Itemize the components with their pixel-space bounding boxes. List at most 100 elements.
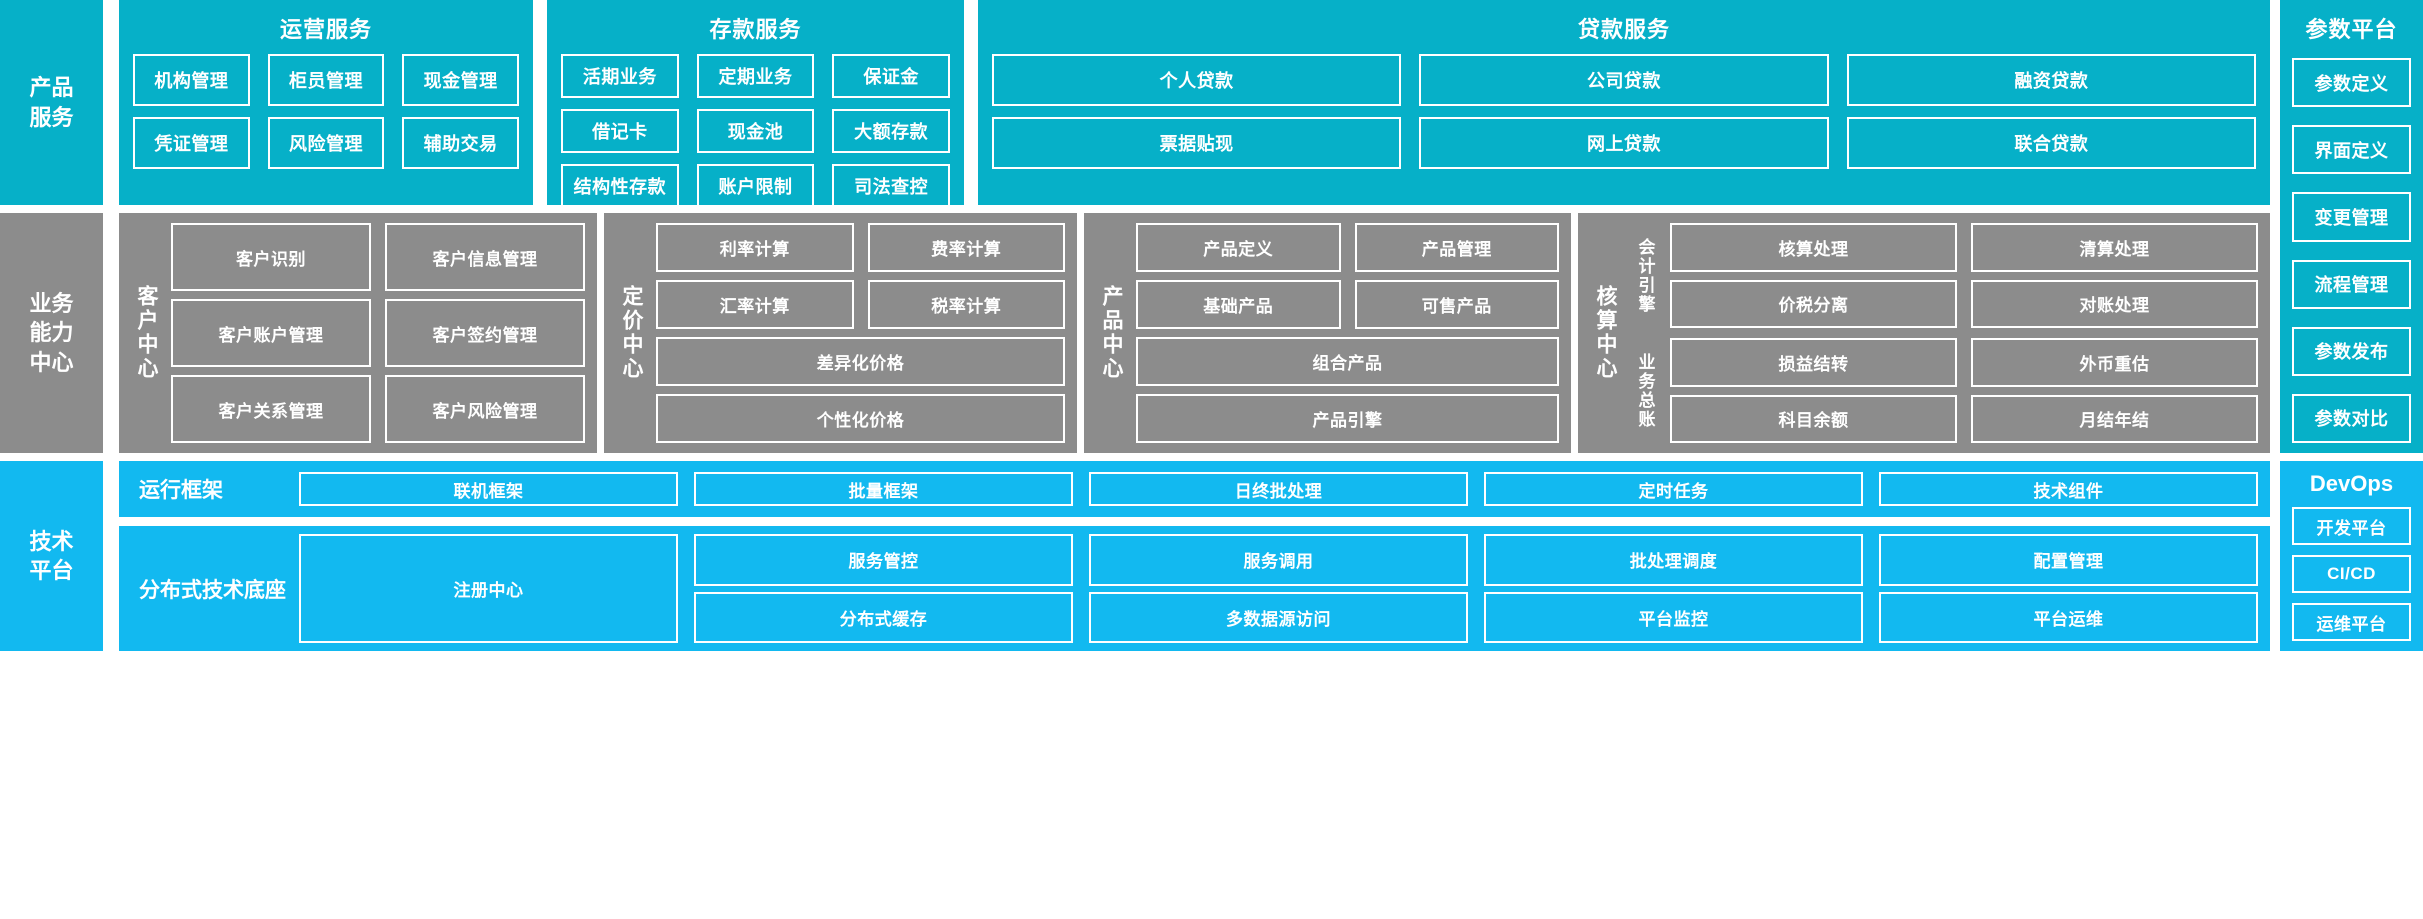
service-item[interactable]: 机构管理	[133, 54, 250, 106]
service-item[interactable]: 个人贷款	[992, 54, 1402, 106]
accounting-subgroups: 会计引擎 核算处理 清算处理 价税分离 对账处理 业务总账 损益结转 外币重估	[1628, 223, 2258, 443]
parameter-item[interactable]: 参数定义	[2292, 58, 2411, 108]
devops-item[interactable]: CI/CD	[2292, 555, 2411, 593]
service-item[interactable]: 账户限制	[696, 164, 815, 208]
service-item[interactable]: 融资贷款	[1846, 54, 2256, 106]
capability-item[interactable]: 基础产品	[1136, 280, 1341, 329]
service-item[interactable]: 大额存款	[832, 109, 950, 153]
parameter-item[interactable]: 流程管理	[2292, 259, 2411, 309]
capability-item[interactable]: 科目余额	[1670, 394, 1957, 443]
layer-label-technical-platform: 技术 平台	[0, 461, 103, 651]
runtime-framework-cells: 联机框架 批量框架 日终批处理 定时任务 技术组件	[299, 469, 2258, 509]
accounting-subgroup-engine: 会计引擎 核算处理 清算处理 价税分离 对账处理	[1628, 223, 2258, 328]
capability-item-wide[interactable]: 差异化价格	[656, 337, 1065, 386]
layer-label-capability-centers: 业务 能力 中心	[0, 213, 103, 453]
capability-item[interactable]: 客户识别	[171, 223, 371, 291]
capability-item[interactable]: 产品定义	[1136, 223, 1341, 272]
parameter-item[interactable]: 参数对比	[2292, 393, 2411, 444]
deposit-services-grid: 活期业务 定期业务 保证金 借记卡 现金池 大额存款 结构性存款 账户限制 司法…	[561, 54, 950, 208]
service-item[interactable]: 网上贷款	[1419, 117, 1829, 169]
center-product: 产品中心 产品定义 产品管理 基础产品 可售产品 组合产品 产品引擎	[1084, 213, 1571, 453]
service-item[interactable]: 票据贴现	[992, 117, 1402, 169]
parameter-item[interactable]: 参数发布	[2292, 326, 2411, 376]
service-item[interactable]: 定期业务	[696, 54, 815, 98]
service-item[interactable]: 活期业务	[561, 54, 679, 98]
capability-centers-panels: 客户中心 客户识别 客户信息管理 客户账户管理 客户签约管理 客户关系管理 客户…	[119, 213, 2270, 453]
capability-item-wide[interactable]: 个性化价格	[656, 394, 1065, 443]
panel-gap	[597, 213, 604, 453]
center-label-product: 产品中心	[1100, 285, 1123, 381]
service-item[interactable]: 结构性存款	[561, 164, 679, 208]
capability-item[interactable]: 可售产品	[1354, 280, 1559, 329]
layer-label-product-services: 产品 服务	[0, 0, 103, 205]
capability-item[interactable]: 汇率计算	[656, 280, 854, 329]
capability-item-wide[interactable]: 产品引擎	[1136, 394, 1559, 443]
tech-item[interactable]: 服务调用	[1089, 534, 1468, 586]
capability-item[interactable]: 客户签约管理	[385, 299, 585, 367]
service-item[interactable]: 保证金	[832, 54, 950, 98]
center-label-pricing: 定价中心	[620, 285, 643, 381]
capability-item[interactable]: 损益结转	[1670, 338, 1957, 387]
column-parameter-platform: 参数平台 参数定义 界面定义 变更管理 流程管理 参数发布 参数对比	[2280, 0, 2423, 453]
product-services-panels: 运营服务 机构管理 柜员管理 现金管理 凭证管理 风险管理 辅助交易 存款服务 …	[119, 0, 2270, 208]
panel-title-deposit: 存款服务	[709, 17, 802, 42]
center-customer: 客户中心 客户识别 客户信息管理 客户账户管理 客户签约管理 客户关系管理 客户…	[119, 213, 597, 453]
panel-gap	[964, 0, 978, 205]
tech-item[interactable]: 联机框架	[299, 472, 678, 506]
tech-item[interactable]: 分布式缓存	[694, 591, 1073, 643]
strip-distributed-base: 分布式技术底座 注册中心 服务管控 服务调用 批处理调度 配置管理 分布式缓存 …	[119, 526, 2270, 651]
devops-item[interactable]: 运维平台	[2292, 603, 2411, 641]
devops-item[interactable]: 开发平台	[2292, 507, 2411, 545]
column-title-devops: DevOps	[2309, 471, 2394, 496]
capability-item[interactable]: 对账处理	[1971, 279, 2258, 328]
capability-item[interactable]: 核算处理	[1670, 223, 1957, 272]
tech-item[interactable]: 平台运维	[1879, 591, 2258, 643]
strip-label-runtime-framework: 运行框架	[139, 479, 223, 502]
parameter-item[interactable]: 界面定义	[2292, 125, 2411, 175]
service-item[interactable]: 现金池	[696, 109, 815, 153]
capability-item[interactable]: 产品管理	[1354, 223, 1559, 272]
tech-item[interactable]: 定时任务	[1484, 472, 1863, 506]
service-item[interactable]: 公司贷款	[1419, 54, 1829, 106]
center-label-customer: 客户中心	[135, 285, 158, 381]
capability-item[interactable]: 客户风险管理	[385, 375, 585, 443]
tech-item[interactable]: 日终批处理	[1089, 472, 1468, 506]
parameter-item[interactable]: 变更管理	[2292, 192, 2411, 242]
capability-item[interactable]: 客户账户管理	[171, 299, 371, 367]
service-item[interactable]: 司法查控	[832, 164, 950, 208]
capability-item[interactable]: 客户关系管理	[171, 375, 371, 443]
capability-item[interactable]: 外币重估	[1971, 338, 2258, 387]
tech-item[interactable]: 多数据源访问	[1089, 591, 1468, 643]
subgroup-label-general-ledger: 业务总账	[1635, 352, 1655, 429]
panel-title-operations: 运营服务	[279, 17, 372, 42]
band-gap	[0, 205, 2423, 213]
service-item[interactable]: 借记卡	[561, 109, 679, 153]
operations-services-grid: 机构管理 柜员管理 现金管理 凭证管理 风险管理 辅助交易	[133, 54, 519, 193]
service-item[interactable]: 联合贷款	[1846, 117, 2256, 169]
general-ledger-cells: 损益结转 外币重估 科目余额 月结年结	[1670, 338, 2258, 443]
tech-item[interactable]: 批量框架	[694, 472, 1073, 506]
capability-item[interactable]: 费率计算	[867, 223, 1065, 272]
capability-item-wide[interactable]: 组合产品	[1136, 337, 1559, 386]
service-item[interactable]: 凭证管理	[133, 117, 250, 169]
tech-item-registry[interactable]: 注册中心	[299, 534, 678, 643]
strip-label-distributed-base: 分布式技术底座	[139, 578, 286, 602]
tech-item[interactable]: 批处理调度	[1484, 534, 1863, 586]
capability-item[interactable]: 税率计算	[867, 280, 1065, 329]
tech-item[interactable]: 技术组件	[1879, 472, 2258, 506]
service-item[interactable]: 现金管理	[402, 54, 519, 106]
center-accounting: 核算中心 会计引擎 核算处理 清算处理 价税分离 对账处理 业务总账	[1578, 213, 2270, 453]
capability-item[interactable]: 客户信息管理	[385, 223, 585, 291]
tech-item[interactable]: 服务管控	[694, 534, 1073, 586]
service-item[interactable]: 柜员管理	[267, 54, 385, 106]
band-gap	[0, 453, 2423, 461]
capability-item[interactable]: 清算处理	[1971, 223, 2258, 272]
tech-item[interactable]: 配置管理	[1879, 534, 2258, 586]
capability-item[interactable]: 利率计算	[656, 223, 854, 272]
capability-item[interactable]: 月结年结	[1971, 394, 2258, 443]
capability-item[interactable]: 价税分离	[1670, 279, 1957, 328]
service-item[interactable]: 辅助交易	[402, 117, 519, 169]
service-item[interactable]: 风险管理	[267, 117, 385, 169]
tech-item[interactable]: 平台监控	[1484, 591, 1863, 643]
panel-deposit-services: 存款服务 活期业务 定期业务 保证金 借记卡 现金池 大额存款 结构性存款 账户…	[547, 0, 964, 208]
